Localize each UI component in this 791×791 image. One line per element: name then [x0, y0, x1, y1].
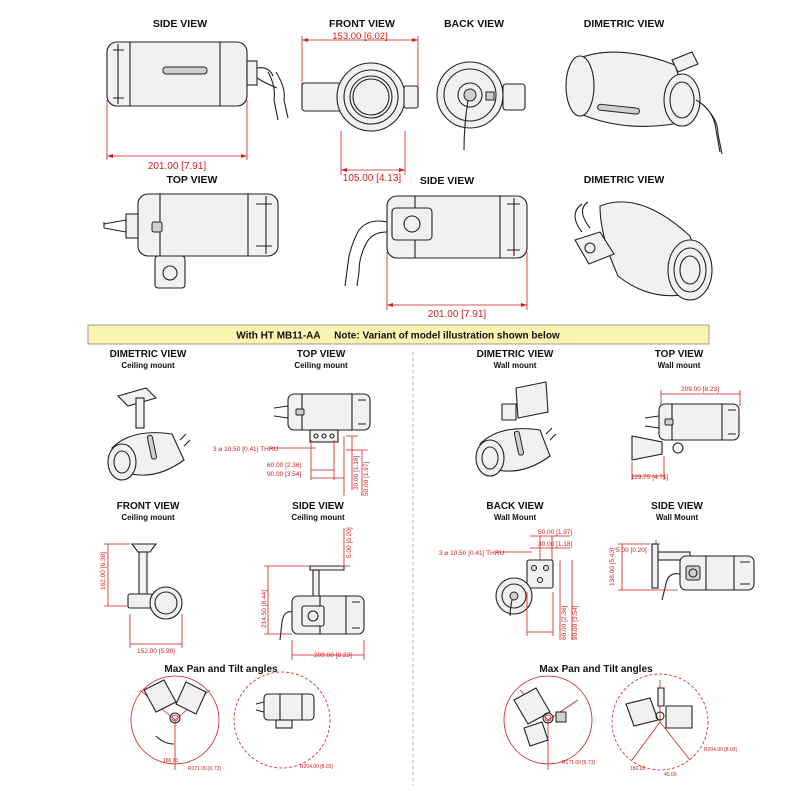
ceiling-pantilt-title: Max Pan and Tilt angles — [164, 664, 278, 675]
wall-pantilt-a-dim: R171.00 [6.73] — [562, 760, 595, 766]
wall-back-30-dim: 30.00 [1.18] — [538, 541, 573, 548]
ceiling-front-162-dim: 162.00 [6.38] — [100, 552, 107, 590]
wall-top-subtitle: Wall mount — [658, 361, 701, 370]
wall-pantilt-title: Max Pan and Tilt angles — [539, 664, 653, 675]
top-view-title: TOP VIEW — [167, 174, 218, 186]
wall-back-50-dim: 50.00 [1.97] — [538, 529, 573, 536]
ceiling-side-title: SIDE VIEW — [292, 501, 344, 512]
wall-back-subtitle: Wall Mount — [494, 513, 537, 522]
wall-top-drawing — [631, 403, 740, 461]
ceiling-pantilt-drawing — [130, 671, 331, 770]
wall-pantilt-b-dim: R204.00 [8.03] — [704, 747, 737, 753]
wall-dimetric-title: DIMETRIC VIEW — [477, 349, 554, 360]
ceiling-pantilt-b-dim: R171.00 [6.73] — [188, 766, 221, 772]
ceiling-top-30-dim: 30.00 [1.18] — [353, 455, 360, 490]
side-view2-title: SIDE VIEW — [420, 175, 474, 187]
side-view-drawing — [106, 41, 289, 121]
wall-top-119-dim: 119.75 [4.71] — [631, 474, 669, 481]
wall-pantilt-c-dim: 180.00 — [630, 766, 646, 772]
ceiling-front-subtitle: Ceiling mount — [121, 513, 175, 522]
wall-pantilt-d-dim: 45.00 — [664, 772, 677, 778]
ceiling-front-152-dim: 152.00 [5.98] — [137, 648, 175, 655]
ceiling-front-drawing — [127, 543, 183, 620]
ceiling-side-drawing — [279, 565, 365, 641]
ceiling-dimetric-drawing — [107, 387, 191, 481]
ceiling-top-holes-dim: 3 ⌀ 10.50 [0.41] THRU — [213, 446, 279, 453]
ceiling-top-subtitle: Ceiling mount — [294, 361, 348, 370]
wall-pantilt-drawing — [503, 673, 709, 771]
ceiling-side-209-dim: 209.00 [8.23] — [314, 652, 352, 659]
wall-top-209-dim: 209.00 [8.23] — [681, 386, 719, 393]
ceiling-top-90-dim: 90.00 [3.54] — [267, 471, 302, 478]
variant-banner — [87, 324, 710, 345]
wall-side-subtitle: Wall Mount — [656, 513, 699, 522]
wall-side-5-dim: 5.00 [0.20] — [616, 547, 647, 554]
ceiling-top-title: TOP VIEW — [297, 349, 346, 360]
back-view-title: BACK VIEW — [444, 18, 504, 30]
ceiling-top-50-dim: 50.00 [1.97] — [363, 461, 370, 496]
side-view-title: SIDE VIEW — [153, 18, 207, 30]
wall-back-title: BACK VIEW — [486, 501, 544, 512]
dimetric-view-drawing — [565, 51, 723, 155]
ceiling-side-214-dim: 214.50 [8.44] — [261, 590, 268, 628]
front-view-drawing — [301, 62, 419, 132]
wall-dimetric-subtitle: Wall mount — [494, 361, 537, 370]
ceiling-top-drawing — [273, 393, 371, 443]
wall-back-drawing — [495, 559, 554, 617]
ceiling-front-title: FRONT VIEW — [117, 501, 180, 512]
ceiling-dimetric-title: DIMETRIC VIEW — [110, 349, 187, 360]
wall-back-60-dim: 60.00 [2.36] — [561, 605, 568, 640]
ceiling-dimetric-subtitle: Ceiling mount — [121, 361, 175, 370]
ceiling-pantilt-c-dim: R204.00 [8.03] — [300, 764, 333, 770]
side-view-length-dim: 201.00 [7.91] — [148, 161, 207, 172]
wall-back-holes-dim: 3 ⌀ 10.50 [0.41] THRU — [439, 550, 505, 557]
wall-back-90-dim: 90.00 [3.54] — [572, 605, 579, 640]
dimetric-view2-title: DIMETRIC VIEW — [584, 174, 665, 186]
wall-side-138-dim: 138.00 [5.43] — [609, 548, 616, 586]
front-view-height-dim: 105.00 [4.13] — [343, 173, 402, 184]
ceiling-pantilt-a-dim: 186.00 — [163, 758, 179, 764]
wall-side-title: SIDE VIEW — [651, 501, 703, 512]
side-view2-drawing — [344, 195, 528, 287]
wall-dimetric-drawing — [475, 381, 557, 477]
top-view-drawing — [103, 193, 279, 289]
wall-top-title: TOP VIEW — [655, 349, 704, 360]
front-view-title: FRONT VIEW — [329, 18, 395, 30]
dimetric-view-title: DIMETRIC VIEW — [584, 18, 665, 30]
back-view-drawing — [436, 61, 526, 151]
variant-banner-text: With HT MB11-AA Note: Variant of model i… — [236, 331, 560, 342]
front-view-width-dim: 153.00 [6.02] — [332, 31, 387, 42]
side-view2-length-dim: 201.00 [7.91] — [428, 309, 487, 320]
dimetric-view2-drawing — [574, 201, 713, 301]
ceiling-side-5-dim: 5.00 [0.20] — [346, 527, 353, 558]
wall-side-drawing — [651, 543, 755, 601]
ceiling-side-subtitle: Ceiling mount — [291, 513, 345, 522]
ceiling-top-60-dim: 60.00 [2.36] — [267, 462, 302, 469]
